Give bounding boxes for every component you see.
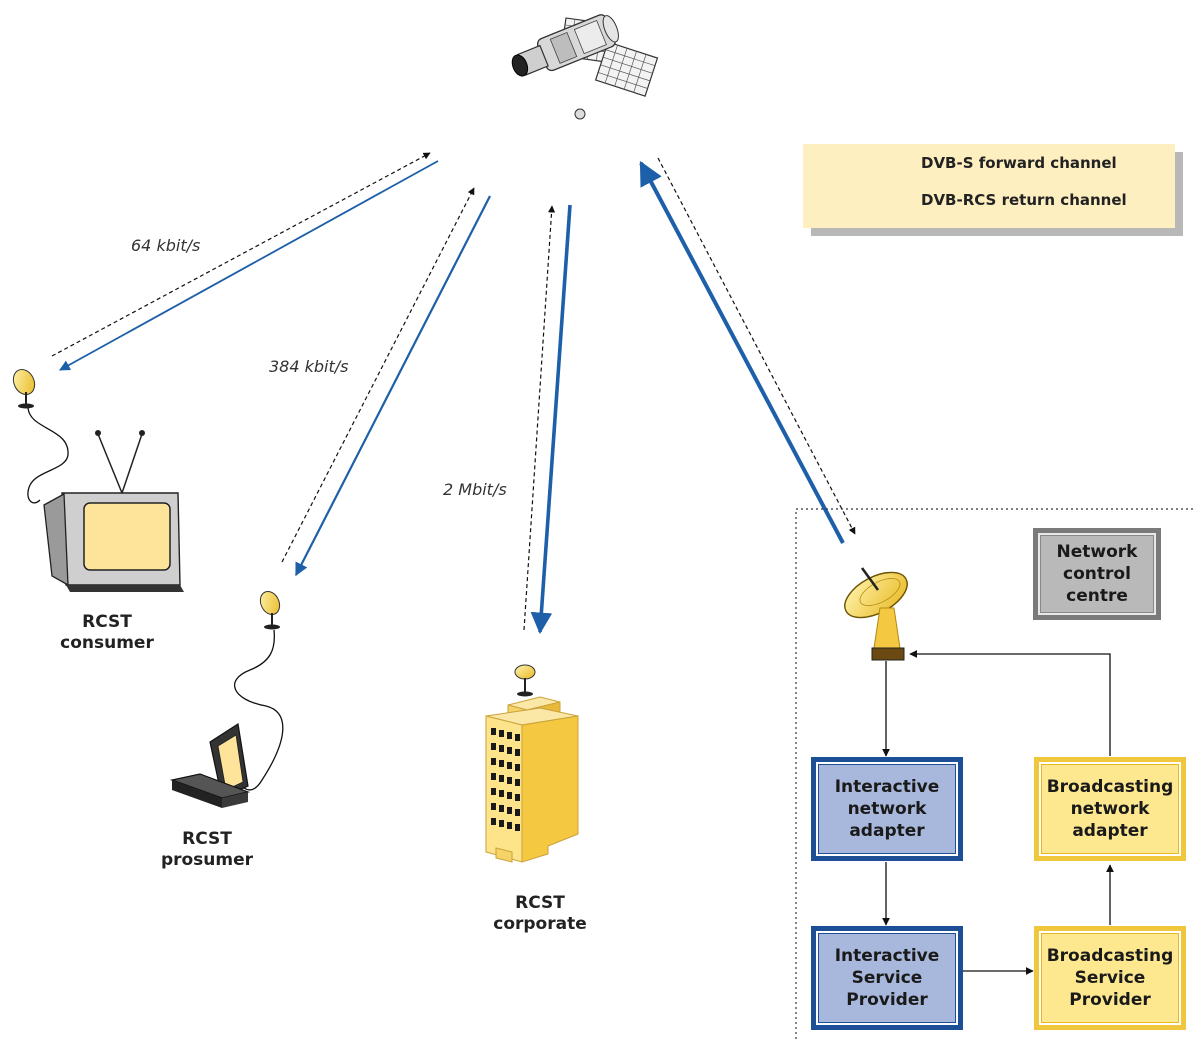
caption-line: prosumer (160, 850, 254, 870)
return-link-hub (657, 157, 856, 535)
caption-line: RCST (82, 612, 132, 632)
box-line: Broadcasting (1046, 946, 1174, 966)
box-line: adapter (849, 821, 925, 841)
legend: DVB-S forward channel DVB-RCS return cha… (803, 144, 1175, 228)
legend-return-label: DVB-RCS return channel (921, 191, 1127, 209)
prosumer-cable (233, 629, 284, 791)
broadcasting-network-adapter-box: Broadcasting network adapter (1034, 757, 1186, 861)
building-icon (485, 696, 579, 863)
box-line: Broadcasting (1046, 777, 1174, 797)
rate-label-corporate: 2 Mbit/s (443, 480, 507, 499)
box-line: centre (1066, 586, 1128, 606)
caption-line: RCST (182, 829, 232, 849)
box-line: Service (1074, 968, 1146, 988)
forward-link-consumer (59, 160, 439, 371)
tv-icon (43, 430, 184, 592)
rate-label-consumer: 64 kbit/s (131, 236, 201, 255)
interactive-service-provider-box: Interactive Service Provider (811, 926, 963, 1030)
box-line: control (1063, 564, 1131, 584)
box-line: network (1070, 799, 1150, 819)
caption-line: RCST (515, 893, 565, 913)
arrow-broadcast-adapter-to-dish (909, 650, 1111, 756)
caption-rcst-corporate: RCST corporate (460, 893, 620, 935)
broadcasting-service-provider-box: Broadcasting Service Provider (1034, 926, 1186, 1030)
legend-return-row: DVB-RCS return channel (803, 187, 1175, 217)
box-line: Interactive (834, 946, 940, 966)
consumer-dish-icon (12, 368, 36, 409)
consumer-cable (27, 407, 69, 504)
box-line: Provider (846, 990, 928, 1010)
caption-line: corporate (493, 914, 587, 934)
interactive-network-adapter-box: Interactive network adapter (811, 757, 963, 861)
hub-boundary (795, 508, 1194, 1039)
hub-dish-icon (844, 567, 908, 661)
corporate-dish-icon (514, 664, 536, 697)
box-line: Interactive (834, 777, 940, 797)
caption-line: consumer (60, 633, 154, 653)
prosumer-dish-icon (259, 590, 281, 630)
return-link-corporate (523, 205, 556, 631)
return-link-consumer (51, 152, 431, 357)
laptop-icon (169, 722, 251, 808)
caption-rcst-consumer: RCST consumer (27, 612, 187, 654)
forward-link-prosumer (295, 195, 491, 577)
forward-link-hub (639, 160, 845, 544)
box-line: adapter (1072, 821, 1148, 841)
box-line: Service (851, 968, 923, 988)
legend-forward-label: DVB-S forward channel (921, 154, 1117, 172)
caption-rcst-prosumer: RCST prosumer (127, 829, 287, 871)
satellite-icon (511, 14, 659, 120)
network-control-centre-box: Network control centre (1033, 528, 1161, 620)
box-line: Network (1056, 542, 1138, 562)
rate-label-prosumer: 384 kbit/s (269, 357, 349, 376)
legend-forward-row: DVB-S forward channel (803, 150, 1175, 180)
return-link-prosumer (281, 187, 475, 563)
forward-link-corporate (530, 204, 572, 635)
box-line: Provider (1069, 990, 1151, 1010)
box-line: network (847, 799, 927, 819)
